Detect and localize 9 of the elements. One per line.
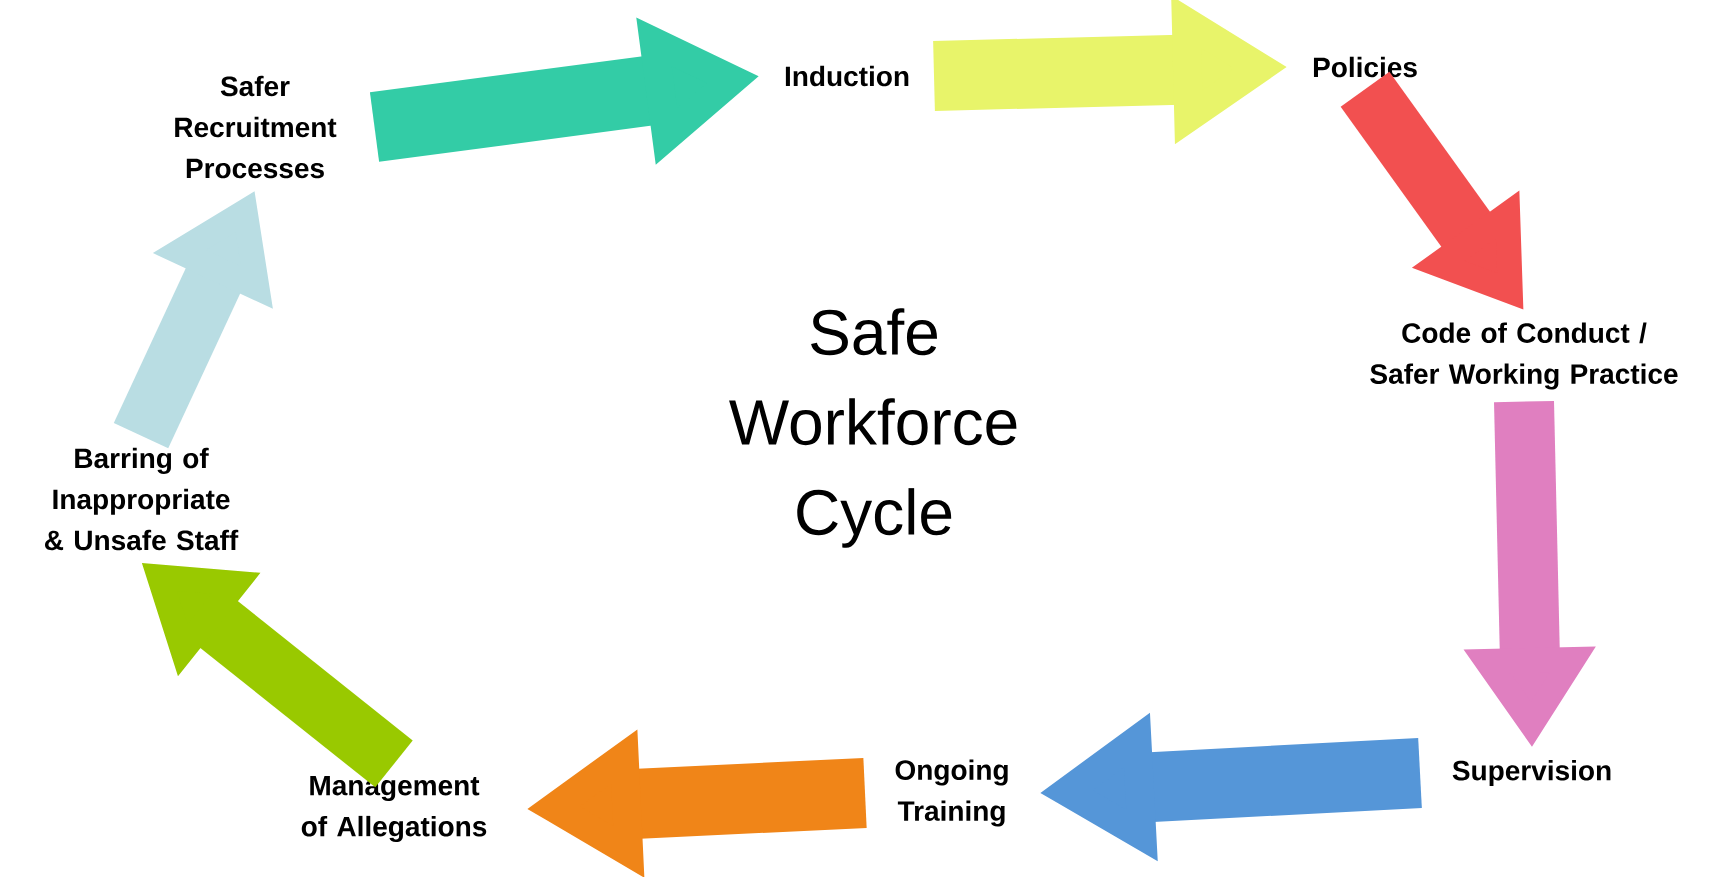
step-label: Induction bbox=[785, 65, 909, 87]
step-label: Policies bbox=[1313, 56, 1417, 78]
title: Safe Workforce Cycle bbox=[729, 308, 1017, 548]
step-label: Code of Conduct / Safer Working Practice bbox=[1370, 322, 1678, 390]
step-label: Ongoing Training bbox=[895, 759, 1008, 827]
step-label: Safer Recruitment Processes bbox=[175, 75, 337, 179]
step-label: Barring of Inappropriate & Unsafe Staff bbox=[45, 447, 239, 551]
step-label: Supervision bbox=[1452, 759, 1611, 787]
step-label: Management of Allegations bbox=[301, 775, 487, 843]
